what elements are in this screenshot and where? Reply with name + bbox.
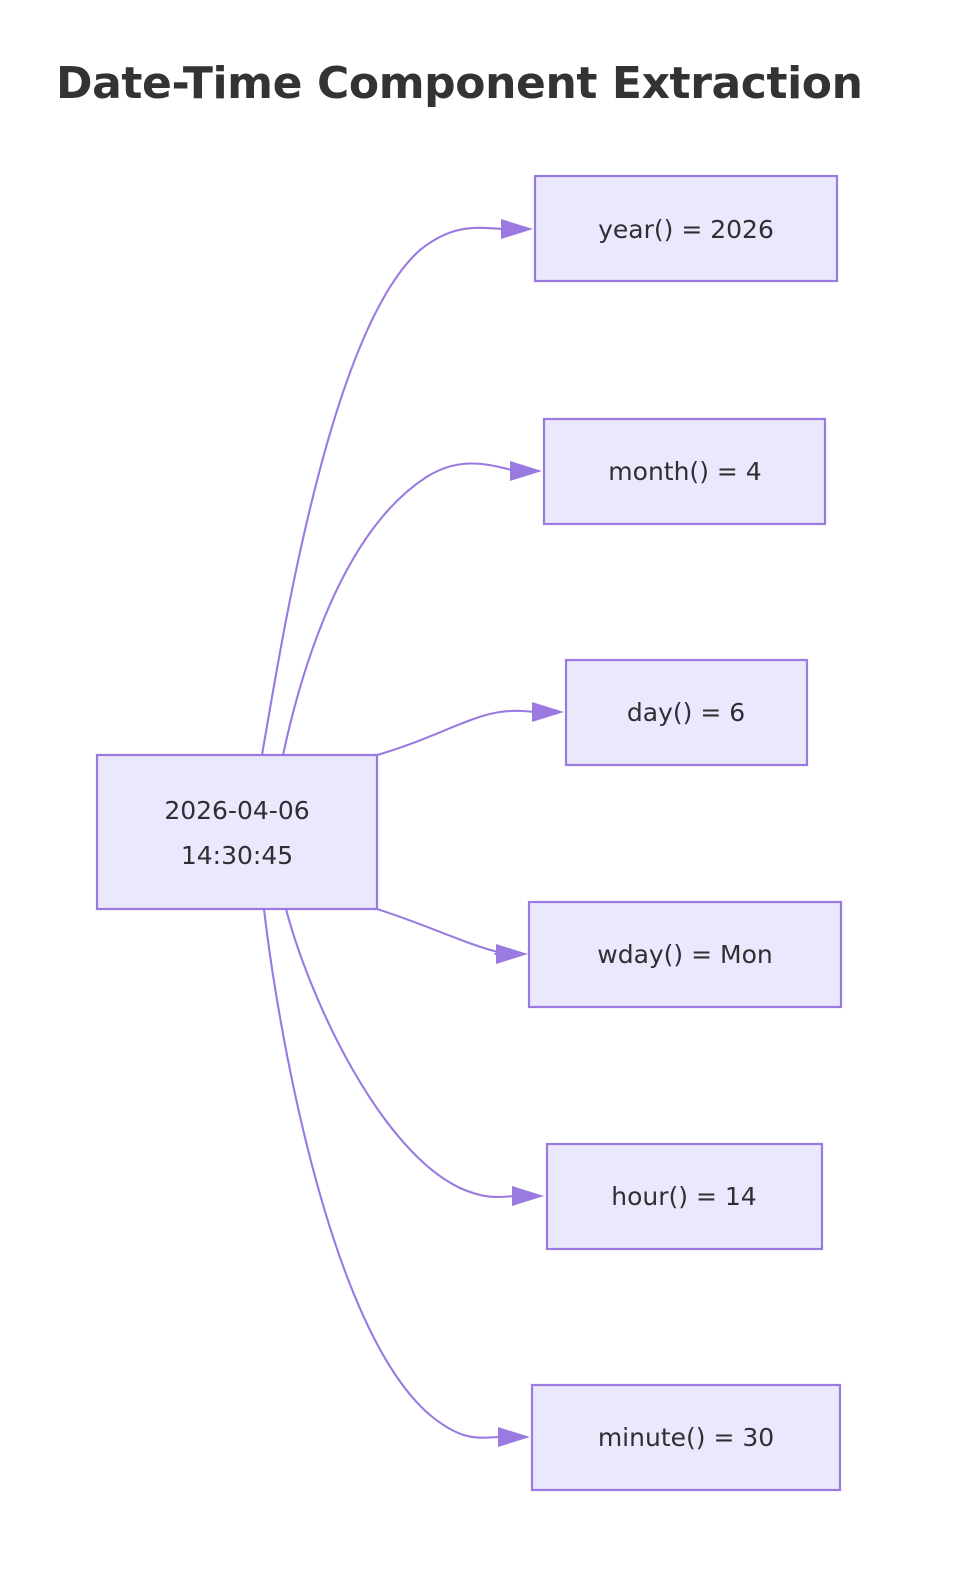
edge-source-to-wday <box>376 908 528 964</box>
edge-path <box>376 709 535 757</box>
node-label: hour() = 14 <box>611 1182 756 1211</box>
edge-source-to-year <box>260 219 533 756</box>
arrow-icon <box>532 702 564 722</box>
node-wday[interactable]: wday() = Mon <box>527 900 843 1009</box>
node-box <box>564 658 809 767</box>
edge-source-to-hour <box>284 908 544 1206</box>
node-box <box>542 417 827 526</box>
node-label: minute() = 30 <box>598 1423 774 1452</box>
node-day[interactable]: day() = 6 <box>564 658 809 767</box>
arrow-icon <box>496 944 528 964</box>
node-box <box>527 900 843 1009</box>
arrow-icon <box>501 219 533 239</box>
node-label: year() = 2026 <box>598 215 774 244</box>
node-box <box>530 1383 842 1492</box>
node-box <box>545 1142 824 1251</box>
edge-path <box>281 462 513 756</box>
edge-path <box>260 226 504 756</box>
node-minute[interactable]: minute() = 30 <box>530 1383 842 1492</box>
edge-path <box>284 908 515 1199</box>
node-label: wday() = Mon <box>597 940 773 969</box>
node-source[interactable]: 2026-04-06 14:30:45 <box>95 753 379 911</box>
node-month[interactable]: month() = 4 <box>542 417 827 526</box>
page-title: Date-Time Component Extraction <box>56 58 863 109</box>
arrow-icon <box>512 1186 544 1206</box>
node-label-line2: 14:30:45 <box>181 841 293 870</box>
node-label: month() = 4 <box>608 457 761 486</box>
edge-source-to-day <box>376 702 564 757</box>
node-label-line1: 2026-04-06 <box>164 796 309 825</box>
node-hour[interactable]: hour() = 14 <box>545 1142 824 1251</box>
arrow-icon <box>498 1427 530 1447</box>
arrow-icon <box>510 461 542 481</box>
node-year[interactable]: year() = 2026 <box>533 174 839 283</box>
edge-source-to-month <box>281 461 542 756</box>
edge-source-to-minute <box>262 908 530 1447</box>
edge-path <box>262 908 501 1439</box>
node-box <box>95 753 379 911</box>
node-box <box>533 174 839 283</box>
node-label: day() = 6 <box>627 698 745 727</box>
edge-path <box>376 908 503 956</box>
